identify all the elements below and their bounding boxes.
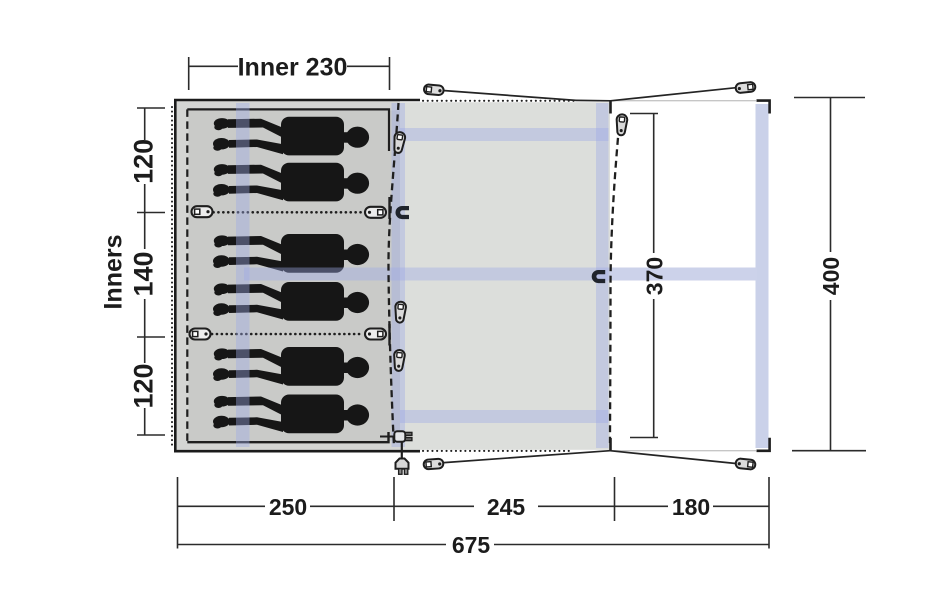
svg-text:140: 140	[128, 251, 158, 296]
svg-text:180: 180	[672, 494, 710, 520]
svg-text:400: 400	[818, 257, 844, 295]
svg-text:245: 245	[487, 494, 526, 520]
svg-text:120: 120	[128, 139, 158, 184]
svg-text:370: 370	[642, 257, 668, 295]
svg-text:Inner 230: Inner 230	[238, 54, 348, 82]
svg-text:120: 120	[128, 363, 158, 408]
svg-text:675: 675	[452, 532, 491, 558]
svg-text:Inners: Inners	[100, 234, 128, 309]
svg-text:250: 250	[269, 494, 307, 520]
